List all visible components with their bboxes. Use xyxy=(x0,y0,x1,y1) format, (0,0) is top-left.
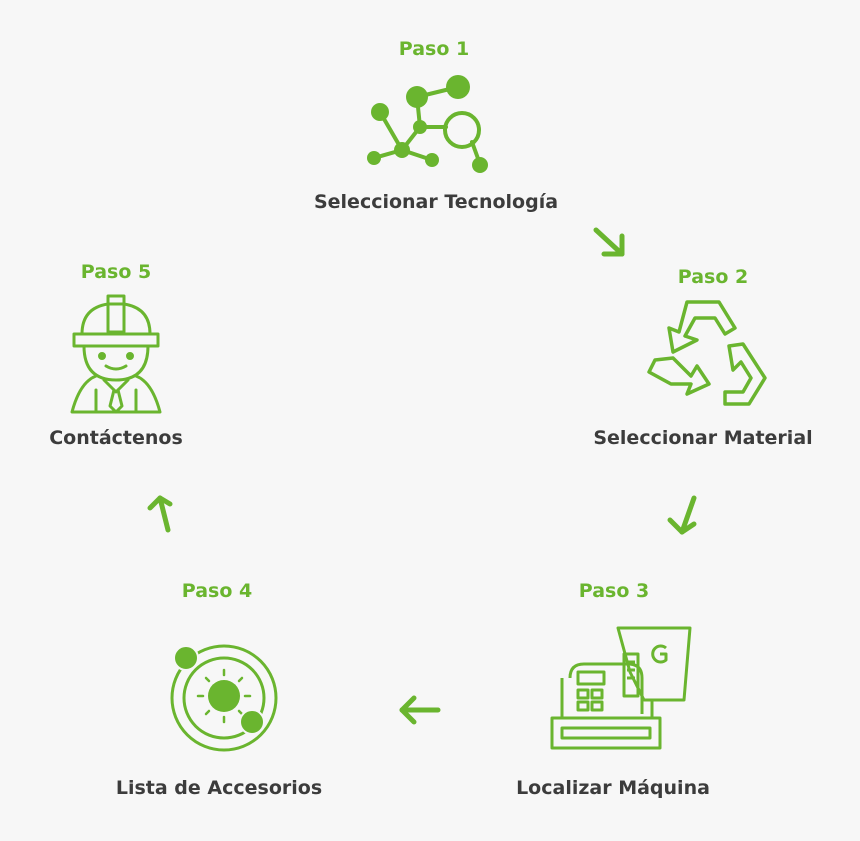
step-1-label: Paso 1 xyxy=(398,38,470,60)
molecule-search-icon xyxy=(362,72,492,181)
arrow-down-left-icon xyxy=(664,494,704,542)
arrow-down-right-icon xyxy=(590,222,630,266)
engineer-icon xyxy=(66,294,166,420)
step-4-label: Paso 4 xyxy=(181,580,253,602)
step-5-label: Paso 5 xyxy=(80,261,152,283)
step-2-label: Paso 2 xyxy=(677,266,749,288)
orbit-sun-icon xyxy=(166,640,282,760)
step-1-title: Seleccionar Tecnología xyxy=(313,191,559,213)
cash-register-icon xyxy=(548,624,693,756)
step-2-title: Seleccionar Material xyxy=(593,427,813,449)
step-5-title: Contáctenos xyxy=(49,427,183,449)
recycle-icon xyxy=(645,300,775,414)
step-3-label: Paso 3 xyxy=(578,580,650,602)
step-4-title: Lista de Accesorios xyxy=(115,777,323,799)
arrow-left-icon xyxy=(396,692,442,732)
arrow-up-icon xyxy=(146,490,182,540)
step-3-title: Localizar Máquina xyxy=(516,777,710,799)
